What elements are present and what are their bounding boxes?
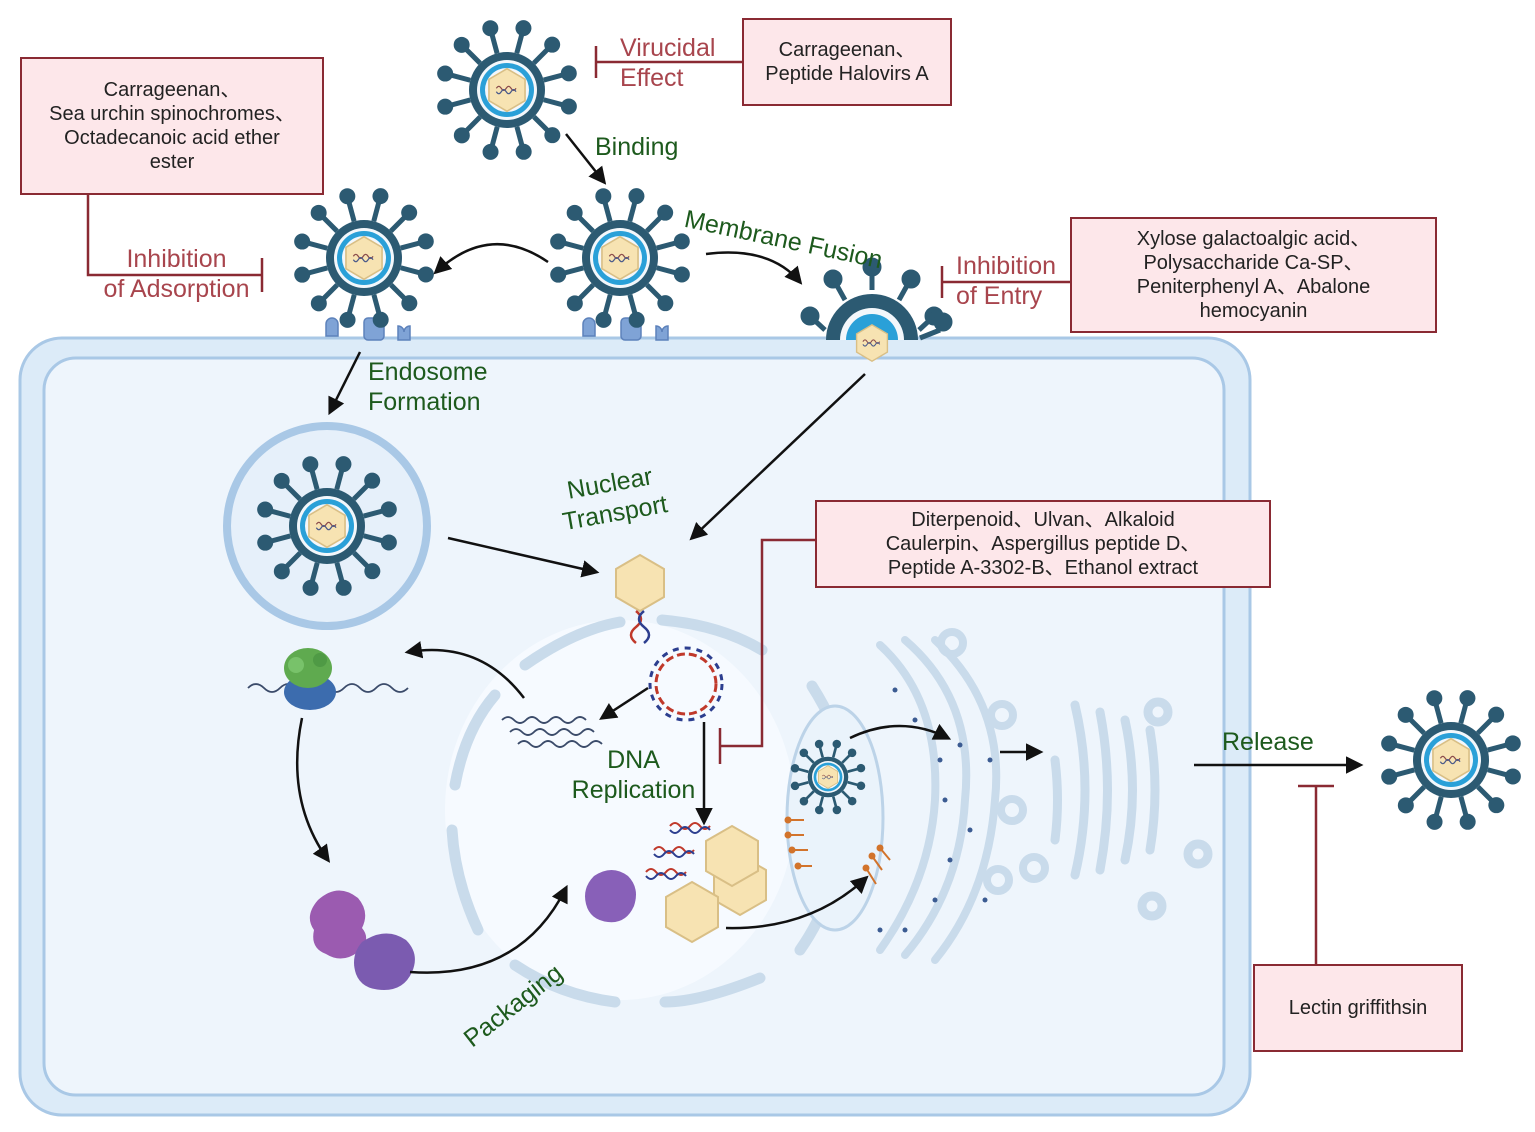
virus-adsorbing: [294, 188, 434, 328]
box-line: Caulerpin、Aspergillus peptide D、: [885, 533, 1201, 555]
box-line: Octadecanoic acid ether: [64, 127, 280, 149]
virus-released: [1381, 690, 1521, 830]
label-line: Effect: [620, 64, 684, 92]
vesicle-proteins: [784, 816, 891, 885]
endoplasmic-reticulum: [876, 628, 1049, 964]
box-line: Carrageenan、: [778, 39, 916, 61]
inhibition-markers: [86, 46, 1334, 966]
label-line: Replication: [571, 776, 696, 804]
adsorption-inhibition-label: Inhibition of Adsorption: [94, 244, 259, 304]
replicated-dna: [645, 822, 711, 880]
virucidal-inhibitors-box: Carrageenan、 Peptide Halovirs A: [742, 18, 952, 106]
label-line: Formation: [368, 388, 481, 416]
label-line: Virucidal: [620, 34, 716, 62]
label-line: Endosome: [368, 358, 488, 386]
box-line: ester: [149, 151, 195, 173]
label-line: of Adsorption: [103, 275, 250, 303]
secretory-vesicle: [785, 704, 885, 932]
entry-inhibition-label: Inhibition of Entry: [956, 251, 1056, 311]
box-line: Peniterphenyl A、Abalone: [1136, 276, 1371, 298]
virus-in-endosome: [257, 456, 397, 596]
new-capsids: [665, 824, 767, 944]
viral-proteins: [309, 870, 636, 990]
dna-replication-label: DNA Replication: [566, 745, 701, 805]
viral-mrna: [501, 716, 603, 748]
virus-fusing: [800, 257, 953, 362]
label-line: of Entry: [956, 282, 1043, 310]
circular-viral-dna: [648, 646, 724, 722]
adsorption-inhibitors-box: Carrageenan、 Sea urchin spinochromes、 Oc…: [20, 57, 324, 195]
box-line: Xylose galactoalgic acid、: [1136, 228, 1371, 250]
box-line: Polysaccharide Ca-SP、: [1143, 252, 1364, 274]
label-line: DNA: [607, 746, 660, 774]
virus-in-vesicle: [790, 739, 866, 815]
label-line: Inhibition: [126, 245, 227, 273]
box-line: Diterpenoid、Ulvan、Alkaloid: [911, 509, 1175, 531]
box-line: Lectin griffithsin: [1288, 997, 1428, 1019]
process-arrows: [295, 133, 1364, 974]
box-line: Sea urchin spinochromes、: [49, 103, 295, 125]
virucidal-label: Virucidal Effect: [620, 33, 715, 93]
ribosome-translating: [247, 648, 409, 710]
golgi-apparatus: [1050, 697, 1213, 921]
box-line: Peptide A-3302-B、Ethanol extract: [887, 557, 1199, 579]
box-line: Peptide Halovirs A: [765, 63, 929, 85]
box-line: Carrageenan、: [103, 79, 241, 101]
replication-inhibitors-box: Diterpenoid、Ulvan、Alkaloid Caulerpin、Asp…: [815, 500, 1271, 588]
virus-free-top: [437, 20, 577, 160]
binding-label: Binding: [595, 133, 679, 161]
endosome-formation-label: Endosome Formation: [368, 357, 488, 417]
box-line: hemocyanin: [1199, 300, 1308, 322]
release-inhibitors-box: Lectin griffithsin: [1253, 964, 1463, 1052]
entry-inhibitors-box: Xylose galactoalgic acid、 Polysaccharide…: [1070, 217, 1437, 333]
capsid-at-nucleus: [615, 553, 665, 644]
ribosome-dots: [877, 687, 993, 933]
release-label: Release: [1222, 728, 1314, 756]
virus-binding: [550, 188, 690, 328]
label-line: Inhibition: [956, 252, 1057, 280]
